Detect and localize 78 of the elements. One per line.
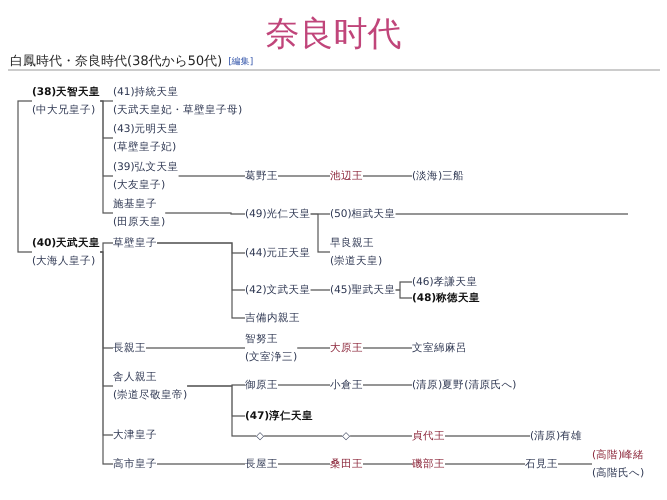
tree-line xyxy=(445,435,530,437)
alias-label: (中大兄皇子) xyxy=(32,103,96,118)
tree-line xyxy=(157,242,245,319)
name-label: (高階)峰緒 xyxy=(592,448,644,463)
tree-line xyxy=(558,463,592,465)
name-label: (46)孝謙天皇 xyxy=(412,273,478,291)
name-label: (50)桓武天皇 xyxy=(330,205,396,223)
tree-line xyxy=(297,347,330,349)
slide-title: 奈良时代 xyxy=(264,14,402,54)
name-label: ◇ xyxy=(342,427,350,445)
tree-line xyxy=(363,175,412,177)
name-label: (清原)夏野(清原氏へ) xyxy=(412,376,516,394)
name-label: 舎人親王 xyxy=(113,370,158,385)
edit-link: [編集] xyxy=(228,56,254,68)
tree-line xyxy=(278,384,330,386)
tree-line xyxy=(363,463,412,465)
alias-label: (高階氏へ) xyxy=(592,466,644,481)
alias-label: (崇道天皇) xyxy=(330,254,382,269)
name-label: 小倉王 xyxy=(330,376,363,394)
tree-line xyxy=(278,463,330,465)
name-label: (49)光仁天皇 xyxy=(245,205,311,223)
name-label: 池辺王 xyxy=(330,167,363,185)
name-label: 貞代王 xyxy=(412,427,445,445)
alias-label: (文室浄三) xyxy=(245,350,298,365)
name-label: (42)文武天皇 xyxy=(245,281,311,299)
tree-line xyxy=(350,435,412,437)
tree-line xyxy=(157,463,245,465)
name-label: 石見王 xyxy=(525,455,558,473)
alias-label: (崇道尽敬皇帝) xyxy=(113,388,188,403)
name-label: (43)元明天皇 xyxy=(113,122,179,137)
tree-line xyxy=(310,289,330,291)
name-label: 御原王 xyxy=(245,376,278,394)
tree-line xyxy=(363,384,412,386)
name-label: (44)元正天皇 xyxy=(245,244,311,262)
tree-line xyxy=(165,212,245,215)
alias-label: (大海人皇子) xyxy=(32,254,96,269)
name-label: (47)淳仁天皇 xyxy=(245,407,314,425)
tree-line xyxy=(396,213,628,215)
tree-line xyxy=(187,385,256,437)
name-label: (40)天武天皇 xyxy=(32,236,100,251)
name-label: 文室綿麻呂 xyxy=(412,339,467,357)
alias-label: (草壁皇子妃) xyxy=(113,140,178,155)
name-label: (39)弘文天皇 xyxy=(113,160,179,175)
alias-label: (大友皇子) xyxy=(113,178,166,193)
section-heading: 白鳳時代・奈良時代(38代から50代) xyxy=(10,54,222,69)
name-label: 吉備内親王 xyxy=(245,309,300,327)
name-label: (48)称徳天皇 xyxy=(412,289,480,307)
alias-label: (天武天皇妃・草壁皇子母) xyxy=(113,103,242,118)
name-label: 磯部王 xyxy=(412,455,445,473)
name-label: (38)天智天皇 xyxy=(32,85,100,100)
name-label: 智努王 xyxy=(245,332,279,347)
tree-line xyxy=(100,242,113,253)
tree-line xyxy=(100,100,113,214)
tree-line xyxy=(445,463,525,465)
tree-line xyxy=(363,347,412,349)
alias-label: (田原天皇) xyxy=(113,215,166,230)
name-label: 長親王 xyxy=(113,339,146,357)
tree-line xyxy=(264,435,342,437)
tree-line xyxy=(310,213,330,253)
name-label: 大原王 xyxy=(330,339,363,357)
name-label: (淡海)三船 xyxy=(412,167,464,185)
name-label: ◇ xyxy=(256,427,264,445)
name-label: 長屋王 xyxy=(245,455,278,473)
name-label: 早良親王 xyxy=(330,236,375,251)
name-label: 大津皇子 xyxy=(113,426,157,444)
name-label: 草壁皇子 xyxy=(113,234,157,252)
name-label: (41)持統天皇 xyxy=(113,85,180,100)
name-label: (清原)有雄 xyxy=(530,427,582,445)
tree-line xyxy=(178,175,245,177)
name-label: 高市皇子 xyxy=(113,455,157,473)
tree-line xyxy=(146,347,245,349)
tree-line xyxy=(17,100,32,253)
name-label: 施基皇子 xyxy=(113,197,158,212)
name-label: (45)聖武天皇 xyxy=(330,281,396,299)
name-label: 桑田王 xyxy=(330,455,363,473)
tree-line xyxy=(278,175,330,177)
tree-line xyxy=(396,289,412,299)
name-label: 葛野王 xyxy=(245,167,278,185)
